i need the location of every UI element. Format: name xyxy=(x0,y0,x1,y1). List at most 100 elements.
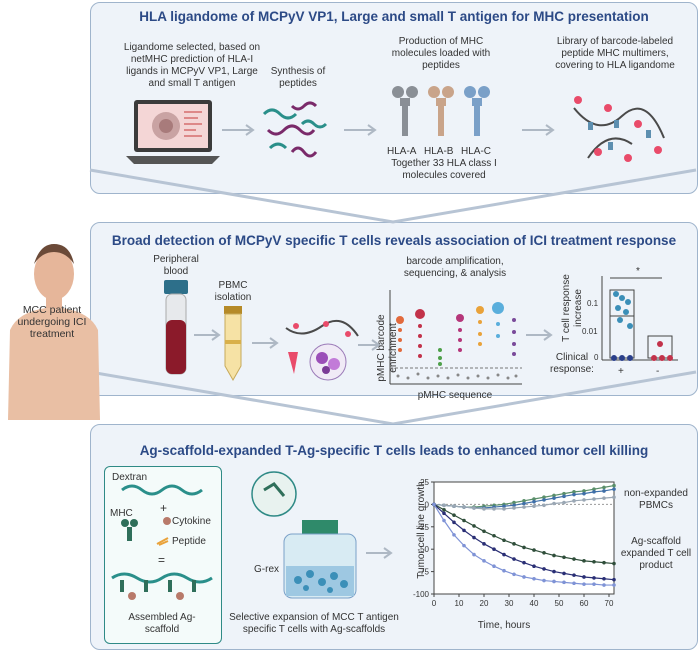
series-point-2 xyxy=(452,504,456,508)
series-point-3 xyxy=(552,553,556,558)
blood-tube-illustration xyxy=(164,280,188,375)
multimer-library-illustration xyxy=(573,96,665,162)
label-pbmc-isolation: PBMC isolation xyxy=(214,280,252,303)
series-point-2 xyxy=(542,503,546,508)
series-point-5 xyxy=(532,576,536,581)
series-point-4 xyxy=(502,552,506,557)
series-point-3 xyxy=(612,561,616,566)
series-point-5 xyxy=(612,583,616,587)
panel2-title: Broad detection of MCPyV specific T cell… xyxy=(111,233,677,248)
series-point-1 xyxy=(582,491,586,496)
series-point-3 xyxy=(452,513,456,517)
panel3-title: Ag-scaffold-expanded T-Ag-specific T cel… xyxy=(139,443,649,458)
series-point-5 xyxy=(512,572,516,577)
series-point-3 xyxy=(602,560,606,565)
label-g-rex: G-rex xyxy=(254,564,279,575)
arrow-right-icon xyxy=(526,329,553,341)
series-point-2 xyxy=(532,504,536,508)
x-tick-label: 10 xyxy=(455,599,464,608)
y-tick-label: -75 xyxy=(417,568,429,577)
y-tick-label: 25 xyxy=(420,478,429,487)
series-point-1 xyxy=(502,504,506,508)
series-point-3 xyxy=(482,529,486,534)
y-tick-label: -100 xyxy=(413,590,430,599)
series-point-4 xyxy=(602,576,606,581)
x-tick-label: 30 xyxy=(505,599,514,608)
step-multimer-library: Library of barcode-labeled peptide MHC m… xyxy=(555,36,675,71)
series-point-2 xyxy=(562,500,566,505)
label-selective-expansion: Selective expansion of MCC T antigen spe… xyxy=(229,612,399,635)
series-point-2 xyxy=(482,507,486,511)
panel-t-cell-detection: Broad detection of MCPyV specific T cell… xyxy=(90,222,698,396)
patient-illustration xyxy=(8,244,100,420)
series-point-2 xyxy=(582,498,586,502)
series-point-1 xyxy=(602,489,606,493)
series-point-4 xyxy=(492,547,496,551)
t-response-scatter xyxy=(601,276,678,361)
series-point-3 xyxy=(582,559,586,563)
series-point-5 xyxy=(542,578,546,583)
series-point-0 xyxy=(552,493,556,498)
series-point-5 xyxy=(492,564,496,569)
series-point-0 xyxy=(532,497,536,501)
arrow-right-icon xyxy=(222,124,255,136)
enrichment-xlabel: pMHC sequence xyxy=(417,390,493,401)
patient-label: MCC patient undergoing ICI treatment xyxy=(17,304,87,340)
series-point-0 xyxy=(512,500,516,505)
label-barcode-analysis: barcode amplification, sequencing, & ana… xyxy=(403,256,507,279)
series-point-3 xyxy=(492,533,496,538)
series-point-5 xyxy=(442,518,446,523)
series-point-0 xyxy=(542,495,546,500)
series-point-3 xyxy=(462,518,466,523)
series-point-4 xyxy=(482,542,486,546)
series-point-5 xyxy=(522,575,526,579)
t-response-ylabel: T cell response increase xyxy=(561,274,584,342)
series-point-5 xyxy=(482,559,486,563)
series-point-1 xyxy=(572,492,576,497)
laptop-illustration xyxy=(126,100,220,164)
clinical-minus: - xyxy=(656,366,660,377)
ag-scaffold-box xyxy=(104,466,222,644)
series-point-1 xyxy=(512,503,516,508)
series-point-3 xyxy=(502,538,506,543)
series-point-0 xyxy=(612,483,616,488)
label-dextran: Dextran xyxy=(112,472,148,483)
peptides-illustration xyxy=(262,101,328,158)
multimer-staining-illustration xyxy=(285,319,359,381)
peptide-icon xyxy=(156,537,169,546)
step-peptide-synthesis: Synthesis of peptides xyxy=(270,66,326,89)
series-point-2 xyxy=(612,495,616,500)
mhc-icon xyxy=(121,519,138,541)
series-point-1 xyxy=(552,496,556,500)
tick-0-1: 0.1 xyxy=(587,299,599,308)
arrow-right-icon xyxy=(344,124,377,136)
series-point-1 xyxy=(522,501,526,506)
tick-0-01: 0.01 xyxy=(582,327,598,336)
label-hla-a: HLA-A xyxy=(387,146,417,157)
x-tick-label: 0 xyxy=(432,599,437,608)
arrow-right-icon xyxy=(522,124,555,136)
series-point-4 xyxy=(532,564,536,569)
series-point-5 xyxy=(552,579,556,584)
x-tick-label: 40 xyxy=(530,599,539,608)
panel1-title: HLA ligandome of MCPyV VP1, Large and sm… xyxy=(139,9,649,24)
tick-0: 0 xyxy=(594,353,599,362)
series-point-1 xyxy=(532,499,536,504)
label-ag-expanded-product: Ag-scaffold expanded T cell product xyxy=(620,536,692,571)
plus-sign: + xyxy=(160,501,168,515)
dextran-illustration xyxy=(121,484,203,496)
series-point-4 xyxy=(462,528,466,533)
series-point-2 xyxy=(442,503,446,508)
label-assembled-scaffold: Assembled Ag-scaffold xyxy=(128,612,196,635)
series-point-2 xyxy=(602,496,606,500)
label-non-expanded-pbmcs: non-expanded PBMCs xyxy=(624,488,688,511)
cytokine-icon xyxy=(163,517,171,525)
series-point-2 xyxy=(592,497,596,501)
series-point-1 xyxy=(562,494,566,499)
series-point-2 xyxy=(572,499,576,503)
series-point-5 xyxy=(572,581,576,586)
series-point-3 xyxy=(532,548,536,552)
series-point-0 xyxy=(602,485,606,490)
barcode-enrichment-plot xyxy=(389,290,522,385)
